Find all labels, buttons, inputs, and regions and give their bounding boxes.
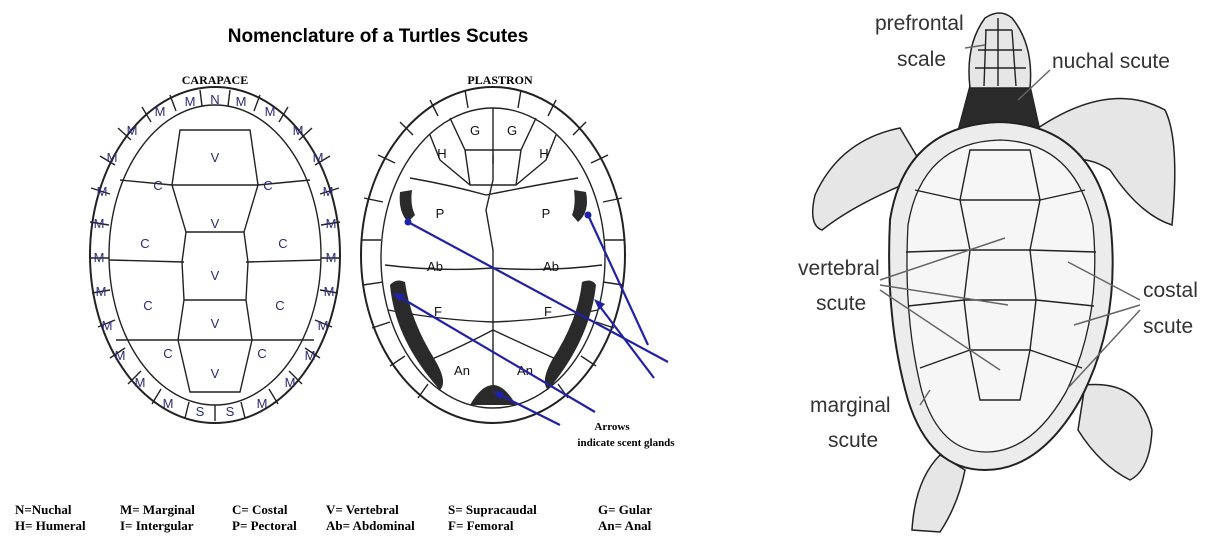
gular-label: G <box>470 123 480 138</box>
legend-pectoral: P= Pectoral <box>232 518 297 533</box>
marginal-label: M <box>94 250 105 265</box>
legend-marginal: M= Marginal <box>120 502 195 517</box>
legend: N=Nuchal M= Marginal C= Costal V= Verteb… <box>15 502 652 533</box>
rear-left-flipper <box>912 455 965 532</box>
humeral-label: H <box>539 146 548 161</box>
supracaudal-label: S <box>226 404 235 419</box>
costal-label: C <box>275 298 284 313</box>
marginal-label: M <box>326 216 337 231</box>
arrows-note-line-1: Arrows <box>594 421 630 433</box>
marginal-label: M <box>265 104 276 119</box>
gular-label: G <box>507 123 517 138</box>
marginal-label: M <box>313 150 324 165</box>
nuchal-callout: nuchal scute <box>1052 50 1170 73</box>
prefrontal-callout-line-1: prefrontal <box>875 12 964 35</box>
legend-femoral: F= Femoral <box>448 518 514 533</box>
marginal-label: M <box>293 123 304 138</box>
marginal-label: M <box>323 184 334 199</box>
pectoral-label: P <box>542 206 551 221</box>
marginal-label: M <box>305 348 316 363</box>
legend-nuchal: N=Nuchal <box>15 502 72 517</box>
costal-callout-line-2: scute <box>1143 315 1193 338</box>
marginal-label: M <box>163 396 174 411</box>
plastron-diagram: G G I H H P P Ab Ab F F An An <box>361 87 668 425</box>
costal-label: C <box>263 178 272 193</box>
vertebral-callout-line-1: vertebral <box>798 257 880 280</box>
carapace-diagram: N M M M M M M M M M M M M M M M M M M M … <box>90 87 340 423</box>
marginal-label: M <box>185 94 196 109</box>
legend-gular: G= Gular <box>598 502 652 517</box>
plastron-heading: PLASTRON <box>467 73 533 87</box>
legend-abdominal: Ab= Abdominal <box>326 518 415 533</box>
nuchal-label: N <box>210 92 219 107</box>
legend-supracaudal: S= Supracaudal <box>448 502 537 517</box>
legend-humeral: H= Humeral <box>15 518 86 533</box>
marginal-label: M <box>107 150 118 165</box>
costal-label: C <box>153 178 162 193</box>
marginal-label: M <box>285 375 296 390</box>
marginal-label: M <box>102 318 113 333</box>
marginal-label: M <box>324 284 335 299</box>
marginal-label: M <box>94 216 105 231</box>
abdominal-label: Ab <box>543 259 559 274</box>
marginal-label: M <box>96 284 107 299</box>
vertebral-label: V <box>211 366 220 381</box>
rear-right-flipper <box>1078 385 1152 480</box>
supracaudal-label: S <box>196 404 205 419</box>
vertebral-label: V <box>211 316 220 331</box>
costal-label: C <box>257 346 266 361</box>
marginal-label: M <box>135 375 146 390</box>
marginal-callout-line-1: marginal <box>810 394 891 417</box>
carapace-heading: CARAPACE <box>182 73 248 87</box>
anal-label: An <box>454 363 470 378</box>
costal-label: C <box>143 298 152 313</box>
femoral-label: F <box>544 304 552 319</box>
legend-vertebral: V= Vertebral <box>326 502 399 517</box>
legend-costal: C= Costal <box>232 502 288 517</box>
marginal-callout-line-2: scute <box>828 429 878 452</box>
vertebral-label: V <box>211 150 220 165</box>
costal-label: C <box>140 236 149 251</box>
costal-label: C <box>163 346 172 361</box>
pectoral-label: P <box>436 206 445 221</box>
legend-intergular: I= Intergular <box>120 518 194 533</box>
humeral-label: H <box>437 146 446 161</box>
abdominal-label: Ab <box>427 259 443 274</box>
marginal-label: M <box>326 250 337 265</box>
legend-anal: An= Anal <box>598 518 652 533</box>
marginal-label: M <box>155 104 166 119</box>
marginal-label: M <box>115 348 126 363</box>
marginal-label: M <box>97 184 108 199</box>
vertebral-callout-line-2: scute <box>816 292 866 315</box>
arrows-note-line-2: indicate scent glands <box>577 437 675 449</box>
costal-callout-line-1: costal <box>1143 279 1198 302</box>
figure-title: Nomenclature of a Turtles Scutes <box>228 26 529 47</box>
marginal-label: M <box>257 396 268 411</box>
costal-label: C <box>278 236 287 251</box>
intergular-label: I <box>491 152 495 167</box>
marginal-label: M <box>236 94 247 109</box>
marginal-label: M <box>318 318 329 333</box>
vertebral-label: V <box>211 216 220 231</box>
marginal-label: M <box>127 123 138 138</box>
prefrontal-callout-line-2: scale <box>897 48 946 71</box>
vertebral-label: V <box>211 268 220 283</box>
